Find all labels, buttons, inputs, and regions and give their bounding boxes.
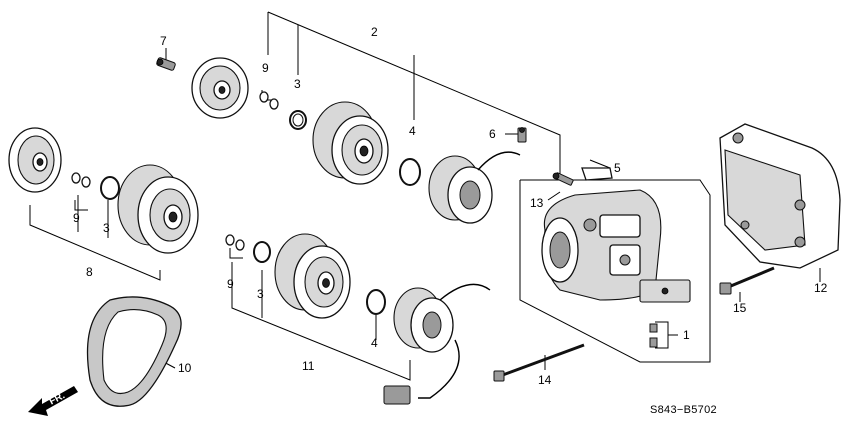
callout-4: 4: [371, 336, 378, 350]
snap-ring-3-upper: [289, 110, 307, 130]
callout-12: 12: [814, 281, 828, 295]
compressor: [541, 189, 691, 303]
callout-9: 9: [73, 211, 80, 225]
armature-plate-upper: [191, 57, 249, 119]
shim-washers-upper: [259, 91, 279, 110]
callout-4: 4: [409, 124, 416, 138]
shim-washers-lower: [225, 234, 245, 251]
field-coil-lower: [383, 283, 491, 405]
mounting-bracket-12: [719, 123, 841, 269]
callout-2: 2: [371, 25, 378, 39]
shim-washers-left: [71, 172, 91, 188]
bolt-15: [719, 266, 775, 295]
callout-6: 6: [489, 127, 496, 141]
callout-5: 5: [614, 161, 621, 175]
bolt-13: [552, 172, 574, 186]
pulley-upper: [312, 101, 389, 185]
callout-10: 10: [178, 361, 192, 375]
snap-ring-4-upper: [399, 158, 421, 186]
bracket-5: [581, 167, 613, 181]
callout-14: 14: [538, 373, 552, 387]
bolt-14: [493, 343, 585, 382]
callout-3: 3: [294, 77, 301, 91]
drive-belt-10: [86, 296, 182, 407]
callout-11: 11: [302, 359, 315, 373]
field-coil-upper: [428, 151, 521, 224]
diagram-code: S843−B5702: [650, 404, 717, 416]
callout-3: 3: [103, 221, 110, 235]
callout-9: 9: [227, 277, 234, 291]
callout-labels: 1 2 3 3 3 4 4 5 6 7 8 9 9 9 10 11 12 13 …: [73, 25, 828, 387]
snap-ring-3-lower: [253, 241, 271, 263]
callout-8: 8: [86, 265, 93, 279]
bolt-6: [517, 127, 527, 143]
snap-ring-4-lower: [366, 289, 386, 315]
bolt-7: [156, 57, 176, 71]
callout-15: 15: [733, 301, 747, 315]
armature-plate-left: [8, 127, 62, 193]
callout-9: 9: [262, 61, 269, 75]
callout-13: 13: [530, 196, 544, 210]
pulley-lower: [274, 233, 351, 319]
front-direction-arrow: FR.: [28, 386, 78, 416]
snap-ring-3-left: [100, 176, 120, 200]
callout-1: 1: [683, 328, 690, 342]
callout-3: 3: [257, 287, 264, 301]
pulley-left: [117, 164, 199, 254]
bolt-1: [649, 323, 658, 348]
callout-7: 7: [160, 34, 167, 48]
